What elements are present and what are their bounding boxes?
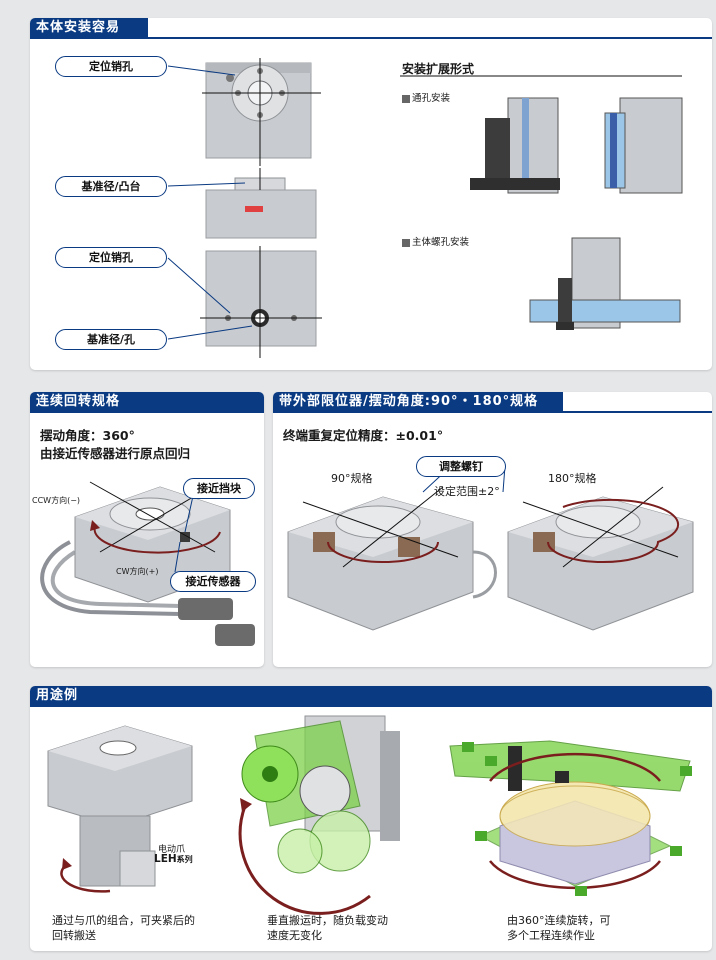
section-divider: [30, 411, 264, 413]
spec-180-label: 180°规格: [548, 472, 597, 485]
mounting-title: 安装扩展形式: [402, 62, 475, 76]
section-divider: [30, 37, 712, 39]
section-title-easy-mounting: 本体安装容易: [30, 18, 148, 37]
section-application-examples: 用途例 电动爪: [30, 686, 712, 951]
section-title-external-stopper: 带外部限位器/摆动角度:90°・180°规格: [273, 392, 563, 411]
section-external-stopper: 带外部限位器/摆动角度:90°・180°规格 终端重复定位精度：±0.01° 9…: [273, 392, 712, 667]
adjust-bolt-label: 调整螺钉: [416, 456, 506, 477]
section-title-continuous-rotation: 连续回转规格: [30, 392, 264, 411]
label-pin-hole-top: 定位销孔: [55, 56, 167, 77]
cw-direction-label: CW方向(+): [116, 567, 159, 576]
section-continuous-rotation: 连续回转规格 摆动角度：360° 由接近传感器进行原点回归 CCW方向(−) C…: [30, 392, 264, 667]
label-ref-diameter-hole: 基准径/孔: [55, 329, 167, 350]
caption-vertical-transfer-example: 垂直搬运时，随负载变动 速度无变化: [267, 914, 388, 942]
label-pin-hole-bottom: 定位销孔: [55, 247, 167, 268]
actuator-views-illustration: [167, 58, 683, 358]
section-divider: [30, 705, 712, 707]
mounting-through-hole-label: 通孔安装: [402, 90, 450, 104]
caption-index-table-example: 由360°连续旋转，可 多个工程连续作业: [507, 914, 611, 942]
label-ref-diameter-boss: 基准径/凸台: [55, 176, 167, 197]
caption-gripper-example: 通过与爪的组合，可夹紧后的 回转搬送: [52, 914, 195, 942]
mounting-body-tapped-label: 主体螺孔安装: [402, 234, 469, 248]
stopper-specs-illustration: [287, 465, 694, 631]
repeat-accuracy-text: 终端重复定位精度：±0.01°: [283, 428, 444, 443]
section-title-application-examples: 用途例: [30, 686, 712, 705]
origin-return-text: 由接近传感器进行原点回归: [40, 446, 191, 461]
square-bullet-icon: [402, 238, 410, 247]
section-easy-mounting: 本体安装容易: [30, 18, 712, 370]
gripper-model: LEH系列: [154, 853, 193, 865]
section-divider: [273, 411, 712, 413]
square-bullet-icon: [402, 94, 410, 103]
continuous-rotation-illustration: [40, 481, 255, 646]
setting-range-text: 设定范围±2°: [434, 485, 500, 498]
swing-angle-text: 摆动角度：360°: [40, 428, 135, 443]
gripper-label: 电动爪: [158, 845, 186, 855]
proximity-sensor-label: 接近传感器: [170, 571, 256, 592]
ccw-direction-label: CCW方向(−): [32, 496, 81, 505]
proximity-dog-label: 接近挡块: [183, 478, 255, 499]
spec-90-label: 90°规格: [331, 472, 373, 485]
application-examples-illustration: [47, 715, 692, 915]
